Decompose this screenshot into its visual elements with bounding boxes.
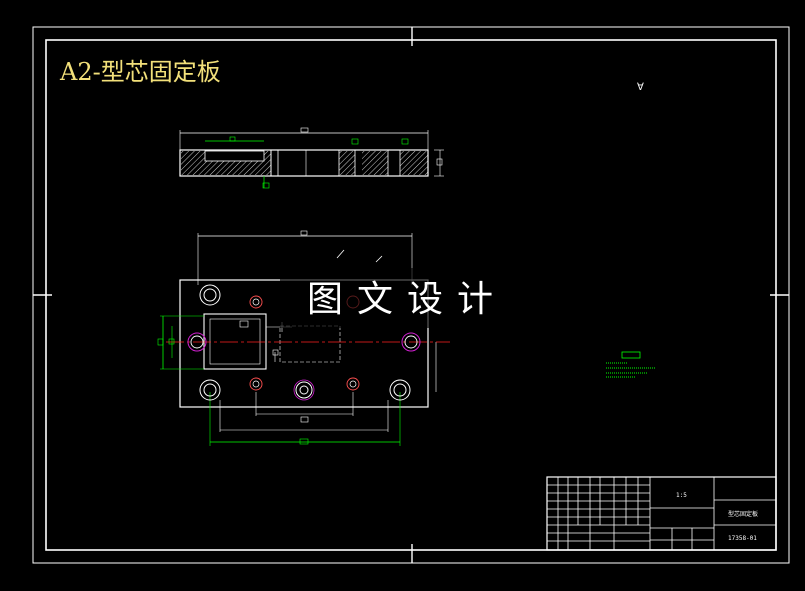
technical-notes <box>606 351 655 378</box>
watermark: 图文设计 <box>307 279 507 320</box>
guide-holes <box>187 332 421 401</box>
roughness-symbol: ∀ <box>637 82 644 93</box>
title-block-part-name: 型芯固定板 <box>728 510 758 518</box>
title-block-scale: 1:5 <box>676 492 687 499</box>
title-block <box>546 476 777 551</box>
large-holes <box>199 284 411 401</box>
title-block-drawing-number: 17358-01 <box>728 535 757 542</box>
centering-marks <box>33 27 789 563</box>
drawing-title: A2-型芯固定板 <box>59 58 221 86</box>
section-view <box>179 127 444 189</box>
